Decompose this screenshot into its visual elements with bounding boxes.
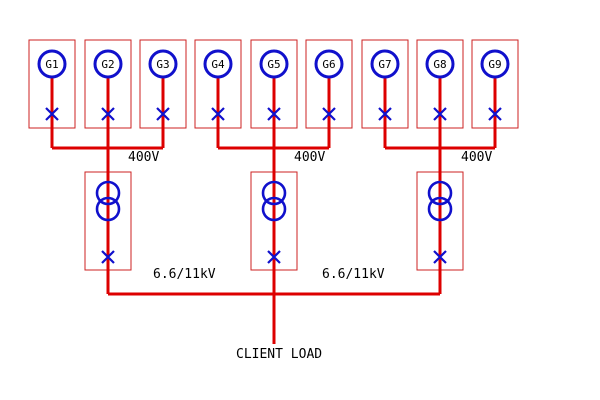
breaker-icon <box>378 107 392 121</box>
generator-unit-g8: G8 <box>425 49 455 121</box>
generator-label: G1 <box>45 58 58 71</box>
client-load-label: CLIENT LOAD <box>236 347 322 362</box>
breaker-icon <box>267 107 281 121</box>
generator-label: G4 <box>211 58 225 71</box>
transformer-primary-winding-icon <box>95 180 121 206</box>
transformer-secondary-winding-icon <box>261 196 287 222</box>
breaker-icon <box>433 250 447 264</box>
breaker-icon <box>267 250 281 264</box>
hv-bus-label-left: 6.6/11kV <box>153 267 216 282</box>
generator-label: G9 <box>488 58 501 71</box>
generator-unit-g3: G3 <box>148 49 178 121</box>
generator-label: G8 <box>433 58 446 71</box>
breaker-icon <box>211 107 225 121</box>
busbar-layer <box>50 77 497 344</box>
transformer-primary-winding-icon <box>427 180 453 206</box>
breaker-icon <box>322 107 336 121</box>
breaker-icon <box>433 107 447 121</box>
generator-unit-g7: G7 <box>370 49 400 121</box>
generator-icon <box>314 49 344 79</box>
lv-bus-label-left: 400V <box>128 150 159 165</box>
lv-bus-label-right: 400V <box>461 150 492 165</box>
transformer-unit-2 <box>261 180 287 264</box>
transformer-unit-3 <box>427 180 453 264</box>
label-layer: 400V 400V 400V 6.6/11kV 6.6/11kV CLIENT … <box>128 150 492 362</box>
generator-icon <box>370 49 400 79</box>
generator-icon <box>480 49 510 79</box>
generator-unit-g9: G9 <box>480 49 510 121</box>
generator-unit-g4: G4 <box>203 49 233 121</box>
hv-bus-label-right: 6.6/11kV <box>322 267 385 282</box>
breaker-icon <box>101 107 115 121</box>
generator-label: G2 <box>101 58 114 71</box>
generator-icon <box>425 49 455 79</box>
generator-label: G5 <box>267 58 280 71</box>
generator-label: G7 <box>378 58 391 71</box>
generator-unit-g5: G5 <box>259 49 289 121</box>
transformer-primary-winding-icon <box>261 180 287 206</box>
transformer-secondary-winding-icon <box>427 196 453 222</box>
generator-icon <box>259 49 289 79</box>
generator-unit-g1: G1 <box>37 49 67 121</box>
breaker-icon <box>101 250 115 264</box>
generator-icon <box>203 49 233 79</box>
generator-icon <box>148 49 178 79</box>
generator-unit-g6: G6 <box>314 49 344 121</box>
transformer-secondary-winding-icon <box>95 196 121 222</box>
symbol-layer: G1 G2 G3 G4 G5 G6 G7 G8 G9 <box>37 49 510 264</box>
breaker-icon <box>45 107 59 121</box>
generator-label: G6 <box>322 58 335 71</box>
transformer-unit-1 <box>95 180 121 264</box>
breaker-icon <box>156 107 170 121</box>
generator-label: G3 <box>156 58 169 71</box>
generator-icon <box>93 49 123 79</box>
lv-bus-label-middle: 400V <box>294 150 325 165</box>
generator-unit-g2: G2 <box>93 49 123 121</box>
breaker-icon <box>488 107 502 121</box>
generator-icon <box>37 49 67 79</box>
